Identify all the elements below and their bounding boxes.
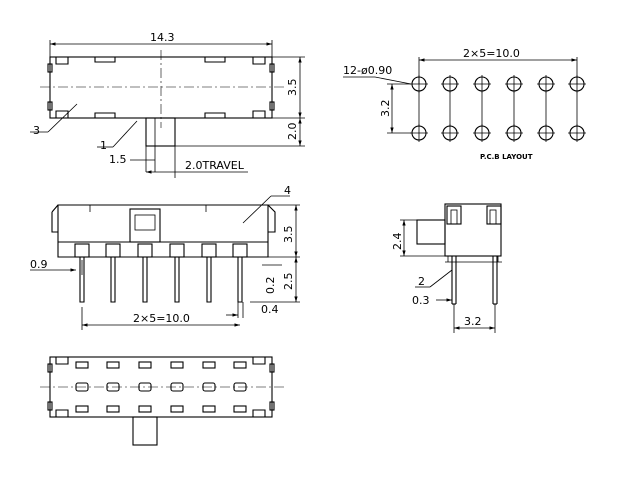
bottom-pad-bottom bbox=[202, 405, 216, 413]
pcb-hole-spec: 12-ø0.90 bbox=[343, 64, 392, 77]
pin-shoulder bbox=[74, 243, 90, 258]
side-view-body bbox=[444, 203, 502, 257]
pcb-layout: 2×5=10.0 12-ø0.90 3.2 P.C.B LAYOUT bbox=[343, 47, 586, 161]
bottom-view-actuator bbox=[132, 416, 158, 446]
pin-shoulder bbox=[105, 243, 121, 258]
pin-shoulder bbox=[232, 243, 248, 258]
front-view-actuator bbox=[129, 208, 161, 243]
side-view: 2.4 2 0.3 3.2 bbox=[391, 203, 502, 333]
bottom-contact bbox=[233, 382, 247, 392]
pcb-layout-label: P.C.B LAYOUT bbox=[480, 153, 533, 161]
bottom-pad-top bbox=[75, 361, 89, 369]
dim-pin-length: 2.5 bbox=[282, 273, 295, 291]
pin-shoulder bbox=[169, 243, 185, 258]
dim-side-pin-spacing: 3.2 bbox=[464, 315, 482, 328]
dim-pcb-row-spacing: 3.2 bbox=[379, 100, 392, 118]
dim-travel: 2.0TRAVEL bbox=[185, 159, 245, 172]
leader-1: 1 bbox=[100, 139, 107, 152]
front-pin bbox=[206, 257, 212, 303]
dim-lead-width: 0.9 bbox=[30, 258, 48, 271]
front-pin bbox=[142, 257, 148, 303]
dim-lead-offset: 0.2 bbox=[264, 277, 277, 295]
leader-2: 2 bbox=[418, 275, 425, 288]
dim-pin-offset: 2.0 bbox=[286, 123, 299, 141]
top-view: 14.3 3.5 2.0 3 1 1.5 2.0TRAVEL bbox=[30, 31, 305, 178]
bottom-contact bbox=[202, 382, 216, 392]
top-view-actuator bbox=[145, 117, 176, 147]
bottom-pad-bottom bbox=[138, 405, 152, 413]
dim-lead-thickness: 0.4 bbox=[261, 303, 279, 316]
bottom-contact bbox=[75, 382, 89, 392]
dim-body-length: 14.3 bbox=[150, 31, 175, 44]
front-pin bbox=[110, 257, 116, 303]
front-pin bbox=[237, 257, 243, 303]
dim-front-height: 3.5 bbox=[282, 226, 295, 244]
bottom-pad-top bbox=[233, 361, 247, 369]
bottom-pad-top bbox=[202, 361, 216, 369]
bottom-contact bbox=[106, 382, 120, 392]
dim-1-5: 1.5 bbox=[109, 153, 127, 166]
pin-shoulder bbox=[137, 243, 153, 258]
dim-side-actuator: 2.4 bbox=[391, 233, 404, 251]
dim-pcb-pitch: 2×5=10.0 bbox=[463, 47, 520, 60]
front-view: 3.5 2.5 0.2 0.9 0.4 4 2×5=10.0 bbox=[30, 184, 300, 330]
bottom-pad-bottom bbox=[170, 405, 184, 413]
front-pin bbox=[79, 257, 85, 303]
dim-body-height: 3.5 bbox=[286, 79, 299, 97]
bottom-contact bbox=[170, 382, 184, 392]
bottom-pad-bottom bbox=[106, 405, 120, 413]
pin-shoulder bbox=[201, 243, 217, 258]
side-view-actuator bbox=[416, 219, 446, 245]
bottom-view bbox=[40, 356, 285, 446]
leader-4: 4 bbox=[284, 184, 291, 197]
bottom-pad-top bbox=[106, 361, 120, 369]
bottom-contact bbox=[138, 382, 152, 392]
front-pin bbox=[174, 257, 180, 303]
dim-side-lead-thickness: 0.3 bbox=[412, 294, 430, 307]
leader-3: 3 bbox=[33, 124, 40, 137]
dim-front-pitch: 2×5=10.0 bbox=[133, 312, 190, 325]
bottom-pad-bottom bbox=[233, 405, 247, 413]
bottom-pad-top bbox=[170, 361, 184, 369]
bottom-pad-top bbox=[138, 361, 152, 369]
bottom-pad-bottom bbox=[75, 405, 89, 413]
